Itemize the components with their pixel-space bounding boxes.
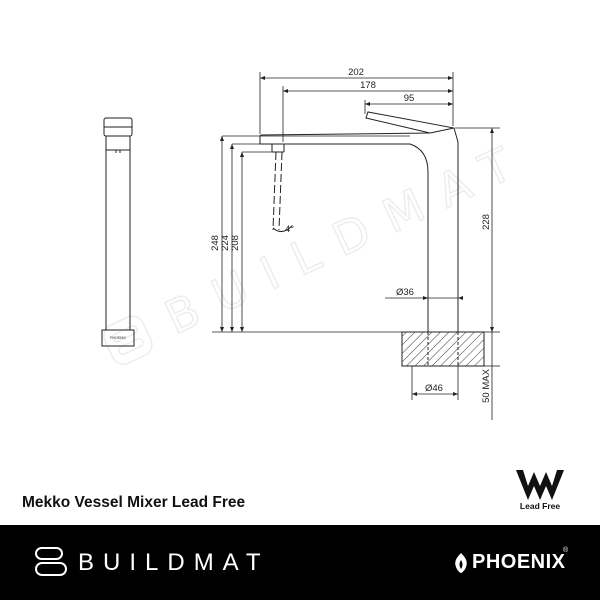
phoenix-brand-name: PHOENIX [472,551,566,573]
dim-height-overall: 248 [210,235,221,251]
dim-spout-reach-outlet: 178 [360,80,376,91]
bench-section [401,331,485,367]
dim-flow-angle: 4° [285,224,294,235]
watermark-certification-icon [516,470,564,500]
buildmat-brand-name: BUILDMAT [78,549,270,576]
dim-height-spout: 224 [220,235,231,251]
side-view-spout-head [105,135,131,151]
side-view-base [101,329,135,347]
phoenix-registered-mark: ® [563,547,569,554]
dim-spout-reach-lever: 95 [404,93,415,104]
dim-base-diameter: Ø46 [425,383,443,394]
dim-body-diameter: Ø36 [396,287,414,298]
dimension-arrows [220,76,494,396]
certification-label: Lead Free [519,501,561,511]
side-view-body [105,149,131,331]
product-title: Mekko Vessel Mixer Lead Free [22,494,246,511]
dimension-lines [212,72,500,420]
footer-bar: BUILDMAT PHOENIX ® [0,525,600,600]
buildmat-logo-icon [35,547,67,576]
mixer-outline [259,111,459,333]
dim-spout-reach-total: 202 [348,67,364,78]
water-flow [272,151,283,231]
side-view-base-mark: PHOENIX [110,336,126,340]
front-view [259,111,459,333]
dim-height-body: 228 [481,214,492,230]
side-view [101,117,135,347]
watermark-logo-icon [103,315,153,365]
technical-drawing: BUILDMAT PHOENIX [101,67,539,420]
dim-bench-thickness: 50 MAX [481,368,492,402]
dim-height-outlet: 208 [230,235,241,251]
flow-angle-arc [272,225,293,232]
phoenix-flame-icon [455,553,467,573]
